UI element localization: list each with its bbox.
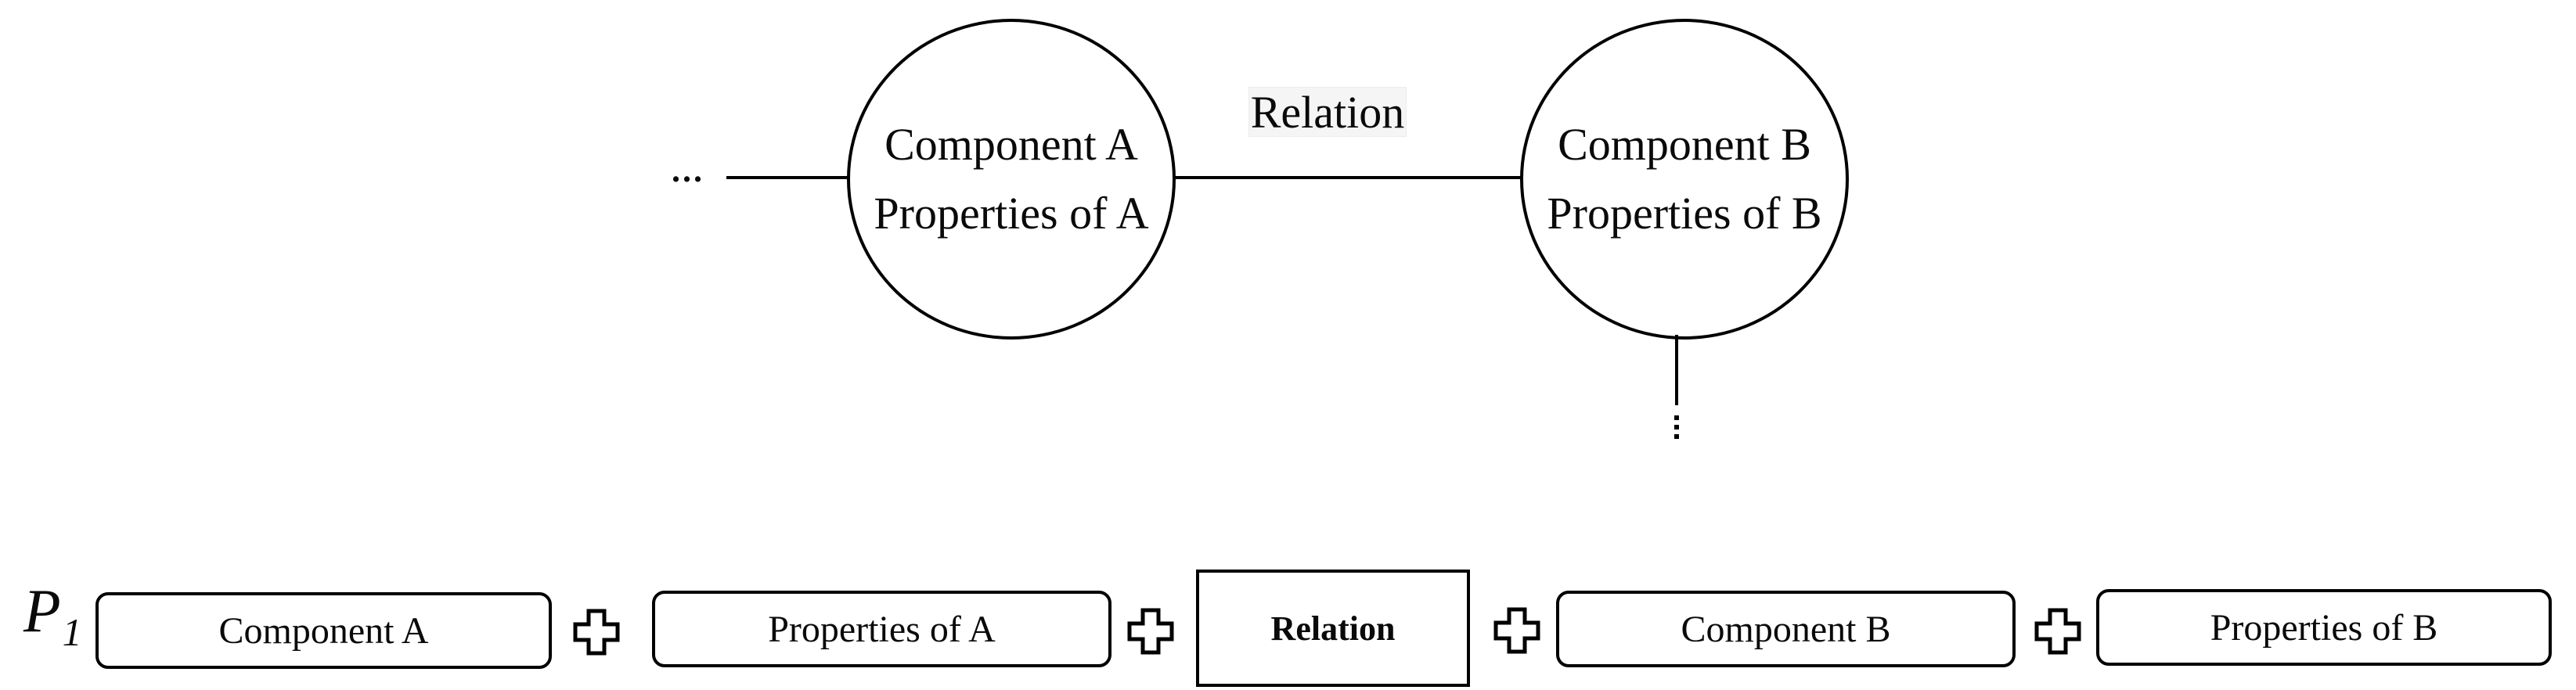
pattern-label-p1: P1 <box>23 580 82 663</box>
relation-edge-label: Relation <box>1248 87 1407 138</box>
relation-edge-line <box>1170 176 1530 179</box>
vertical-ellipsis-dot <box>1674 425 1679 429</box>
box-component-a: Component A <box>95 592 552 669</box>
node-a-title: Component A <box>884 119 1138 170</box>
outlined-plus-icon <box>573 609 620 656</box>
node-b-title: Component B <box>1558 119 1811 170</box>
ellipse-node-component-a: Component A Properties of A <box>847 19 1176 340</box>
box-component-b: Component B <box>1556 591 2016 667</box>
bottom-continuation-line <box>1675 335 1678 405</box>
outlined-plus-icon <box>1127 608 1174 655</box>
box-component-a-label: Component A <box>218 609 429 652</box>
box-component-b-label: Component B <box>1681 608 1891 650</box>
box-properties-of-b-label: Properties of B <box>2210 606 2438 649</box>
vertical-ellipsis-icon <box>1674 415 1679 439</box>
box-properties-of-a: Properties of A <box>652 591 1111 667</box>
node-b-properties: Properties of B <box>1547 188 1822 239</box>
vertical-ellipsis-dot <box>1674 415 1679 420</box>
pattern-label-base: P <box>23 577 61 645</box>
left-continuation-line <box>726 176 852 179</box>
box-properties-of-b: Properties of B <box>2096 589 2552 666</box>
vertical-ellipsis-dot <box>1674 434 1679 439</box>
horizontal-ellipsis: ... <box>672 151 704 189</box>
box-relation: Relation <box>1196 570 1470 687</box>
outlined-plus-icon <box>1493 607 1540 654</box>
box-properties-of-a-label: Properties of A <box>768 608 996 650</box>
node-a-properties: Properties of A <box>874 188 1149 239</box>
ellipse-node-component-b: Component B Properties of B <box>1520 19 1849 340</box>
box-relation-label: Relation <box>1270 609 1396 648</box>
pattern-label-subscript: 1 <box>62 610 82 654</box>
outlined-plus-icon <box>2034 608 2081 655</box>
